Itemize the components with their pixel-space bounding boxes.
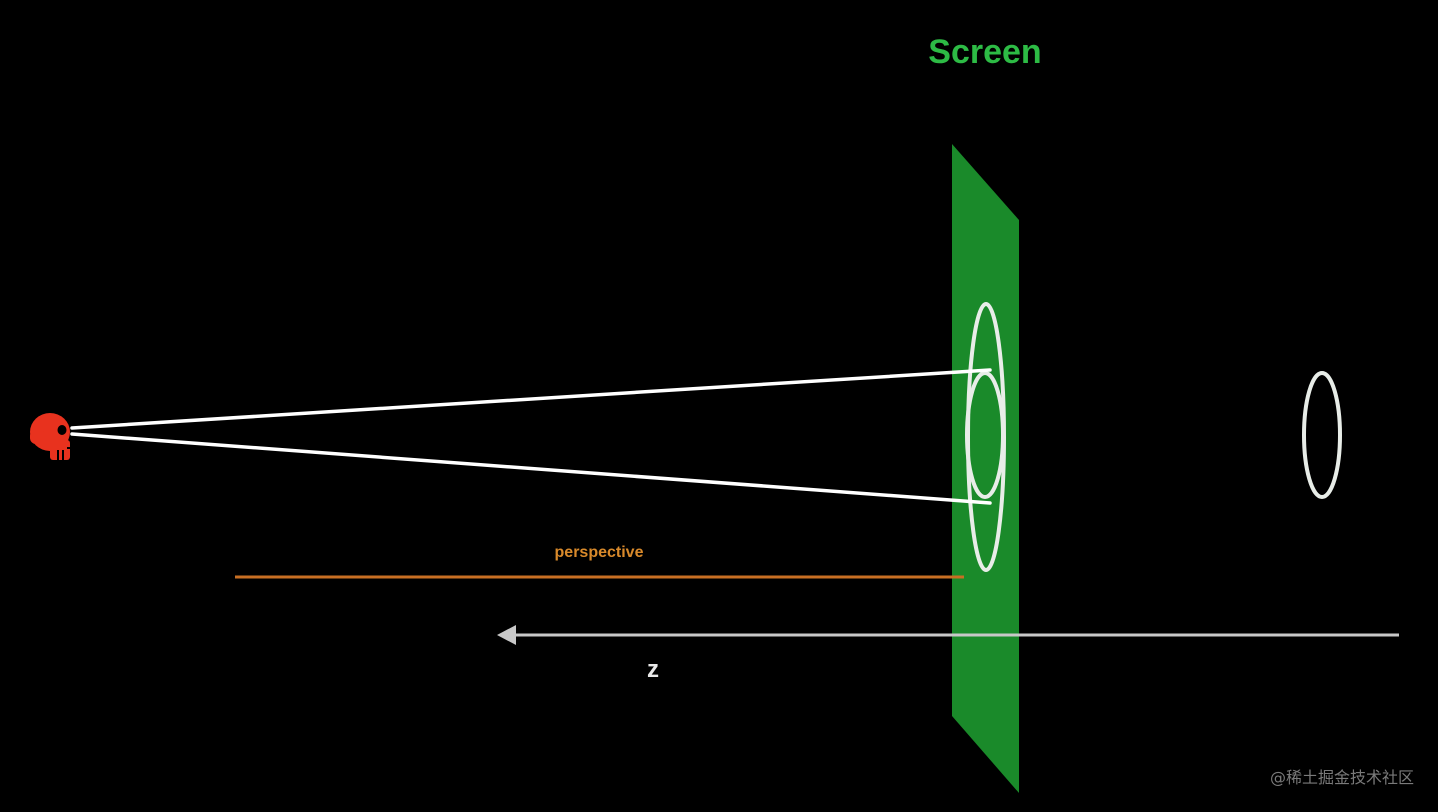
screen-small-circle bbox=[965, 371, 1005, 499]
z-axis-label: z bbox=[647, 656, 659, 683]
skull-icon bbox=[30, 413, 71, 460]
screen-title: Screen bbox=[928, 33, 1041, 71]
perspective-label: perspective bbox=[555, 544, 644, 561]
screen-plane bbox=[952, 144, 1019, 793]
watermark-text: @稀土掘金技术社区 bbox=[1270, 768, 1414, 787]
ray-bottom bbox=[70, 432, 992, 505]
ray-top bbox=[70, 368, 992, 430]
z-axis-arrowhead bbox=[497, 625, 516, 645]
object-circle bbox=[1302, 371, 1342, 499]
